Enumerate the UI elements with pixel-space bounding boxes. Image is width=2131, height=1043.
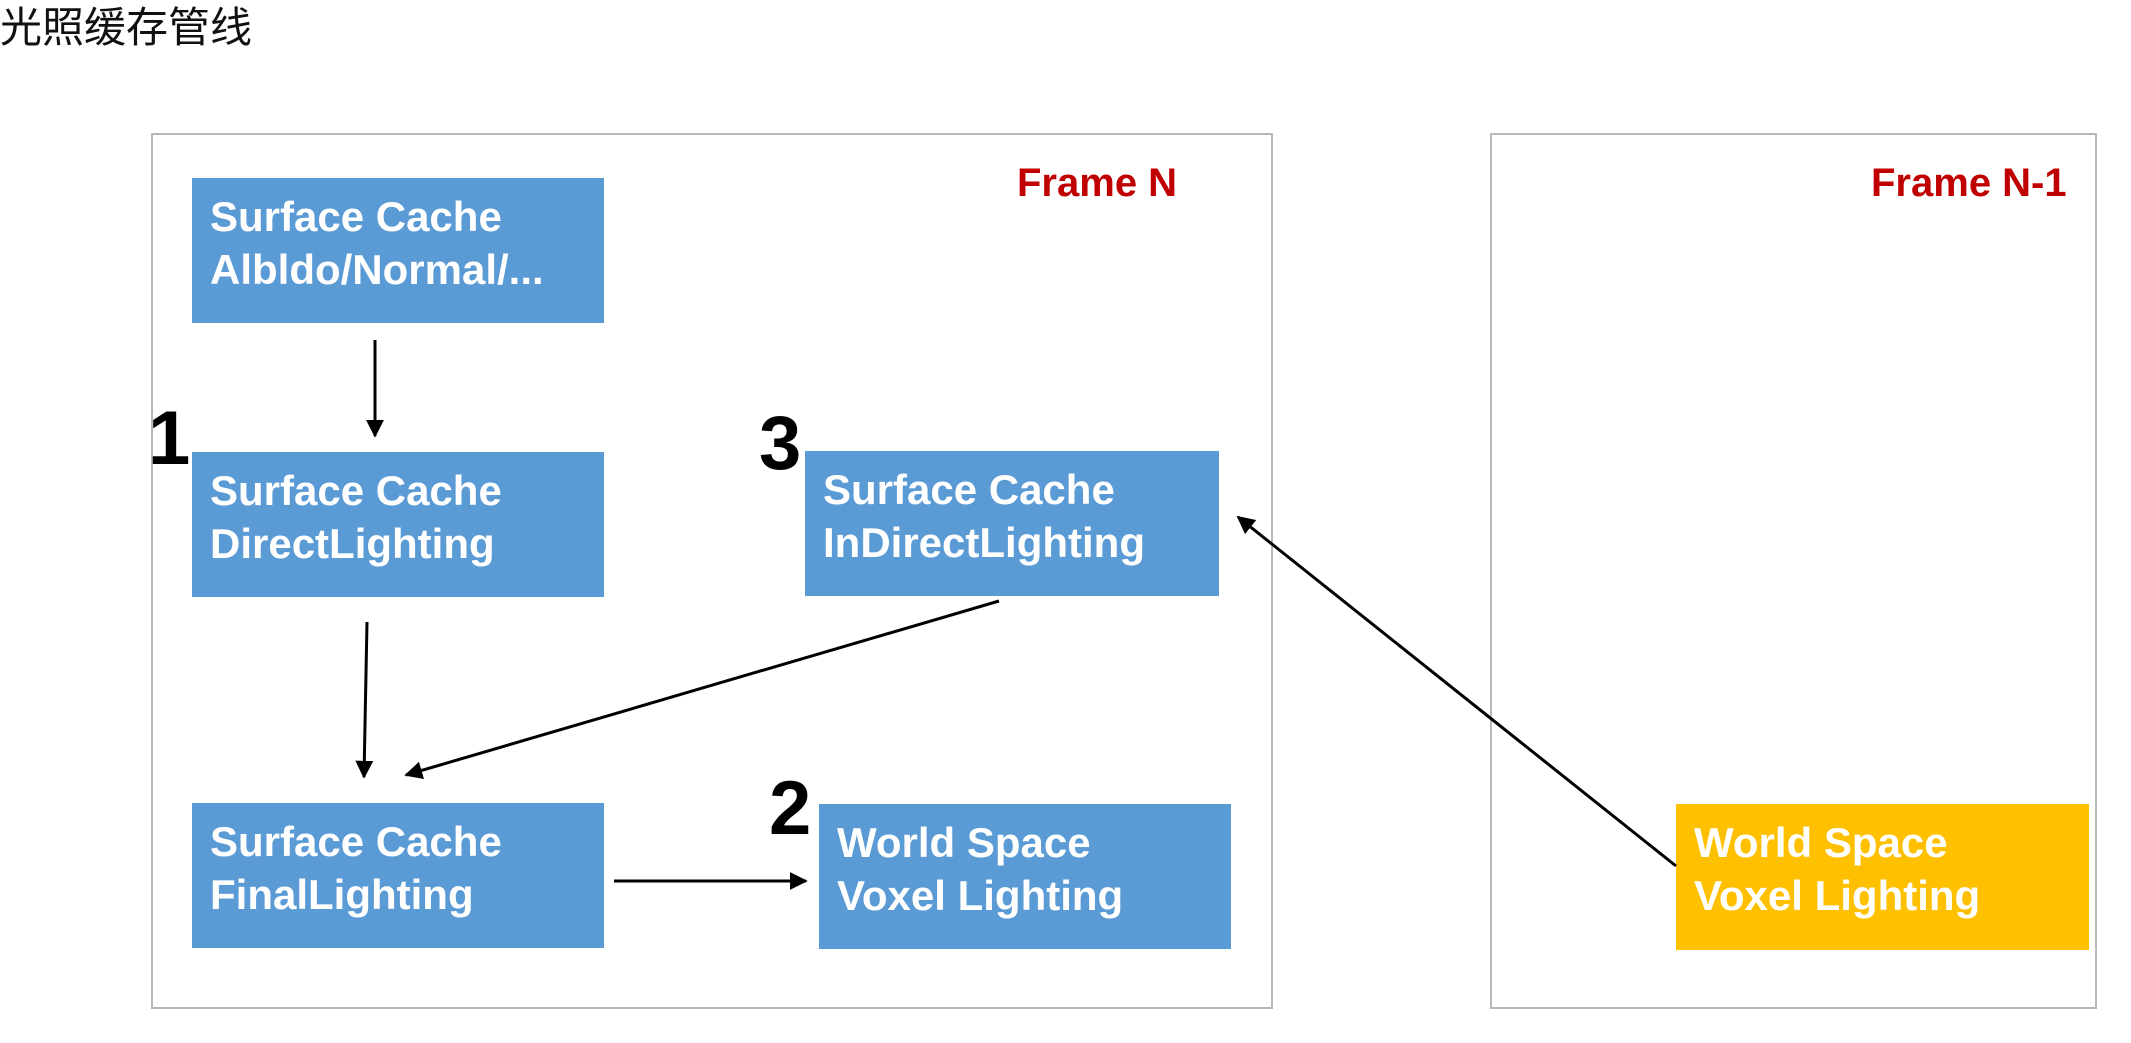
surface-cache-direct-lighting-node: Surface Cache DirectLighting — [192, 452, 604, 597]
surface-cache-albedo-node: Surface Cache Albldo/Normal/... — [192, 178, 604, 323]
node-line: Surface Cache — [210, 193, 502, 240]
frame-n-minus-1-label: Frame N-1 — [1871, 161, 2067, 205]
node-line: InDirectLighting — [823, 519, 1145, 566]
node-line: Voxel Lighting — [837, 872, 1124, 919]
node-line: Surface Cache — [823, 466, 1115, 513]
node-line: Voxel Lighting — [1694, 872, 1981, 919]
node-line: World Space — [837, 819, 1091, 866]
step-number-1: 1 — [148, 396, 191, 481]
page-title: 光照缓存管线 — [0, 3, 253, 52]
surface-cache-final-lighting-node: Surface Cache FinalLighting — [192, 803, 604, 948]
node-line: DirectLighting — [210, 520, 495, 567]
node-line: Albldo/Normal/... — [210, 246, 544, 293]
step-number-3: 3 — [759, 401, 802, 486]
frame-n-label: Frame N — [1017, 161, 1178, 205]
world-space-voxel-lighting-current-node: World Space Voxel Lighting — [819, 804, 1231, 949]
surface-cache-indirect-lighting-node: Surface Cache InDirectLighting — [805, 451, 1219, 596]
step-number-2: 2 — [769, 766, 812, 851]
node-line: FinalLighting — [210, 871, 474, 918]
node-line: Surface Cache — [210, 467, 502, 514]
world-space-voxel-lighting-previous-node: World Space Voxel Lighting — [1676, 804, 2089, 950]
node-line: World Space — [1694, 819, 1948, 866]
node-line: Surface Cache — [210, 818, 502, 865]
